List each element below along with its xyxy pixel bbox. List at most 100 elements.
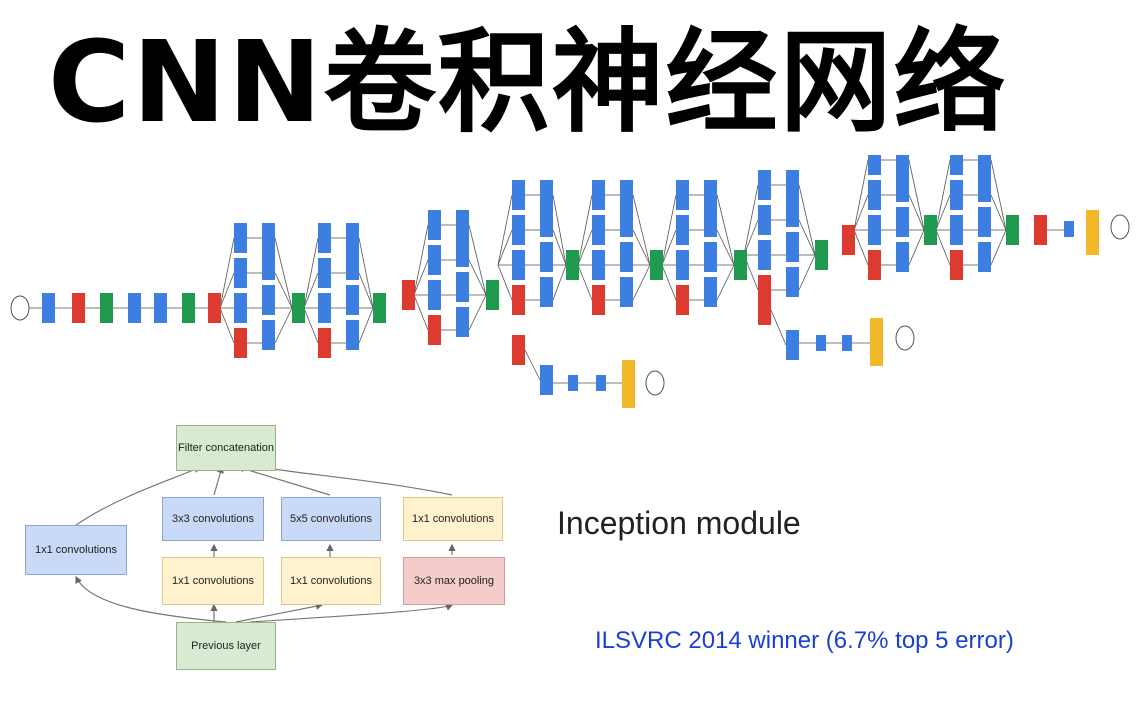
inception-1-branch-3-a	[318, 328, 331, 358]
inception-7-branch-3-b	[896, 242, 909, 272]
inception-8-branch-2-a	[950, 215, 963, 245]
inception-4-branch-3-a	[592, 285, 605, 315]
conv1x1-reduce-3x3-box: 1x1 convolutions	[162, 557, 264, 605]
stem-layer-5	[182, 293, 195, 323]
inception-5-branch-2-a	[676, 250, 689, 280]
inception-8-branch-0-b	[978, 155, 991, 175]
conv3x3-box: 3x3 convolutions	[162, 497, 264, 541]
filter-concatenation-box: Filter concatenation	[176, 425, 276, 471]
inception-0-branch-2-b	[262, 285, 275, 315]
inception-6-branch-0-b	[786, 170, 799, 200]
inception-4-branch-0-b	[620, 180, 633, 210]
page-title: CNN卷积神经网络	[48, 18, 1008, 148]
inception-3-branch-2-b	[540, 242, 553, 272]
inception-8-branch-0-a	[950, 155, 963, 175]
inception-2-concat	[486, 280, 499, 310]
inception-3-branch-3-b	[540, 277, 553, 307]
conv1x1-reduce-5x5-box: 1x1 convolutions	[281, 557, 381, 605]
inception-7-branch-2-b	[896, 207, 909, 237]
inception-6-branch-1-b	[786, 197, 799, 227]
inception-2-branch-3-a	[428, 315, 441, 345]
inception-7-branch-1-a	[868, 180, 881, 210]
inception-1-branch-0-b	[346, 223, 359, 253]
final-output-node	[1110, 214, 1130, 240]
inception-7-branch-3-a	[868, 250, 881, 280]
maxpool-box: 3x3 max pooling	[403, 557, 505, 605]
aux2-softmax	[870, 318, 883, 366]
stem-layer-6	[208, 293, 221, 323]
inception-5-branch-0-a	[676, 180, 689, 210]
inception-4-branch-3-b	[620, 277, 633, 307]
inception-1-branch-1-b	[346, 250, 359, 280]
aux1-fc1	[568, 375, 578, 391]
stem-layer-4	[154, 293, 167, 323]
inception-4-branch-1-a	[592, 215, 605, 245]
stem-layer-2	[100, 293, 113, 323]
inception-1-branch-0-a	[318, 223, 331, 253]
inception-1-branch-2-b	[346, 285, 359, 315]
inception-3-concat	[566, 250, 579, 280]
inception-2-branch-1-a	[428, 245, 441, 275]
aux2-output-node	[895, 325, 915, 351]
aux2-pool	[758, 295, 771, 325]
inception-0-branch-3-a	[234, 328, 247, 358]
inception-3-branch-0-a	[512, 180, 525, 210]
inception-1-branch-1-a	[318, 258, 331, 288]
inception-7-branch-0-a	[868, 155, 881, 175]
aux2-fc2	[842, 335, 852, 351]
inception-8-branch-1-a	[950, 180, 963, 210]
aux1-output-node	[645, 370, 665, 396]
inception-0-branch-0-b	[262, 223, 275, 253]
inception-6-branch-3-b	[786, 267, 799, 297]
inception-8-branch-1-b	[978, 172, 991, 202]
aux1-softmax	[622, 360, 635, 408]
inception-3-branch-1-b	[540, 207, 553, 237]
stem-layer-1	[72, 293, 85, 323]
conv1x1-after-pool-box: 1x1 convolutions	[403, 497, 503, 541]
conv5x5-box: 5x5 convolutions	[281, 497, 381, 541]
inception-7-branch-0-b	[896, 155, 909, 175]
inception-6-branch-1-a	[758, 205, 771, 235]
inception-6-concat	[815, 240, 828, 270]
inception-0-branch-3-b	[262, 320, 275, 350]
inception-1-concat	[373, 293, 386, 323]
inception-5-branch-3-b	[704, 277, 717, 307]
inception-4-branch-1-b	[620, 207, 633, 237]
inception-7-concat	[924, 215, 937, 245]
inception-3-branch-0-b	[540, 180, 553, 210]
stem-layer-3	[128, 293, 141, 323]
stem-layer-0	[42, 293, 55, 323]
inception-3-branch-3-a	[512, 285, 525, 315]
inception-8-branch-3-b	[978, 242, 991, 272]
inception-5-concat	[734, 250, 747, 280]
inception-4-branch-2-b	[620, 242, 633, 272]
final-fc	[1064, 221, 1074, 237]
aux2-fc1	[816, 335, 826, 351]
inception-2-branch-2-b	[456, 272, 469, 302]
inception-0-branch-1-b	[262, 250, 275, 280]
maxpool-layer-7	[842, 225, 855, 255]
maxpool-layer-2	[402, 280, 415, 310]
inception-3-branch-2-a	[512, 250, 525, 280]
inception-4-concat	[650, 250, 663, 280]
aux1-pool	[512, 335, 525, 365]
inception-5-branch-0-b	[704, 180, 717, 210]
previous-layer-box: Previous layer	[176, 622, 276, 670]
inception-2-branch-0-a	[428, 210, 441, 240]
inception-0-concat	[292, 293, 305, 323]
inception-7-branch-1-b	[896, 172, 909, 202]
inception-5-branch-1-b	[704, 207, 717, 237]
inception-4-branch-0-a	[592, 180, 605, 210]
inception-2-branch-2-a	[428, 280, 441, 310]
inception-8-concat	[1006, 215, 1019, 245]
ilsvrc-winner-note: ILSVRC 2014 winner (6.7% top 5 error)	[595, 627, 1014, 654]
inception-7-branch-2-a	[868, 215, 881, 245]
googlenet-architecture-diagram	[10, 155, 1130, 408]
inception-4-branch-2-a	[592, 250, 605, 280]
inception-6-branch-2-a	[758, 240, 771, 270]
maxpool-layer-9	[1034, 215, 1047, 245]
inception-0-branch-1-a	[234, 258, 247, 288]
inception-5-branch-2-b	[704, 242, 717, 272]
inception-0-branch-2-a	[234, 293, 247, 323]
inception-5-branch-3-a	[676, 285, 689, 315]
